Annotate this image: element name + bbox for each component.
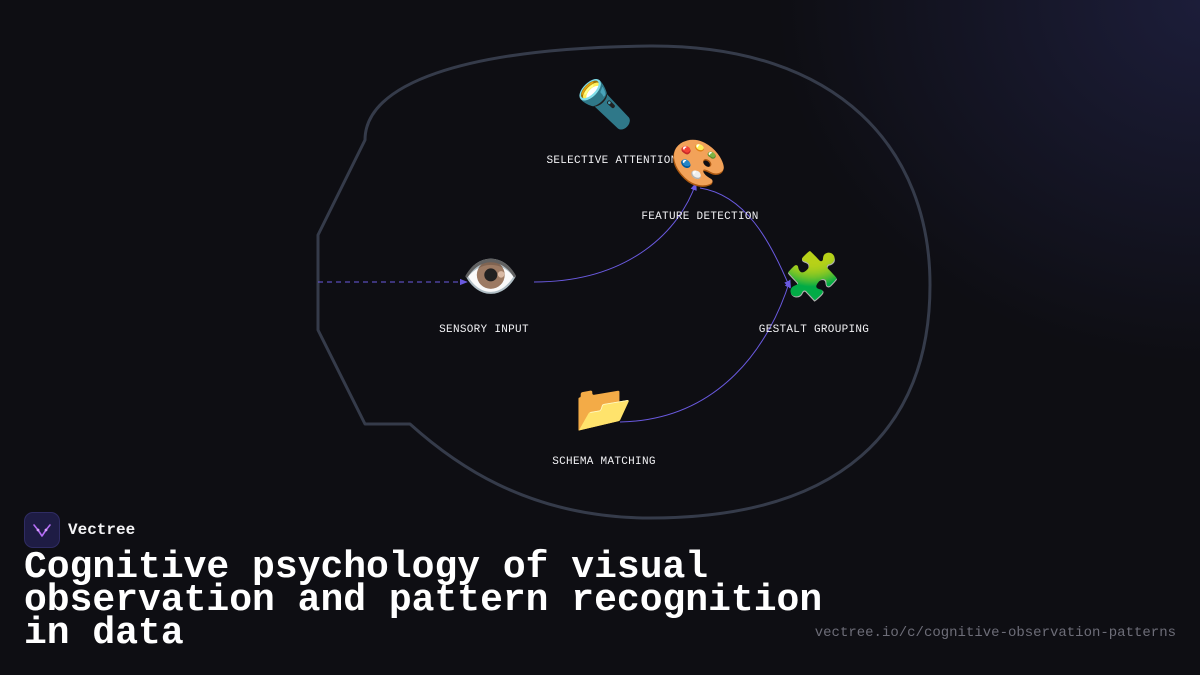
node-label-schema-matching: SCHEMA MATCHING — [552, 456, 656, 468]
edge-schema-matching-to-gestalt-grouping — [619, 279, 791, 423]
brand-name: Vectree — [68, 521, 136, 539]
brand: Vectree — [24, 512, 135, 548]
page-url[interactable]: vectree.io/c/cognitive-observation-patte… — [814, 625, 1176, 641]
node-label-gestalt-grouping: GESTALT GROUPING — [758, 324, 870, 336]
open-folder-icon: 📂 — [575, 381, 633, 435]
page-title: Cognitive psychology of visual observati… — [24, 546, 823, 655]
head-outline — [316, 44, 932, 520]
node-label-sensory-input: SENSORY INPUT — [439, 324, 529, 336]
palette-icon: 🎨 — [670, 136, 728, 190]
diagram-edges — [318, 182, 791, 423]
eye-icon: 👁️ — [462, 249, 520, 303]
node-label-selective-attention: SELECTIVE ATTENTION — [546, 155, 678, 167]
puzzle-piece-icon: 🧩 — [784, 249, 842, 303]
vectree-logo-icon — [24, 512, 60, 548]
edge-sensory-input-to-feature-detection — [533, 182, 697, 283]
edge-feature-detection-to-gestalt-grouping — [699, 187, 791, 289]
flashlight-icon: 🔦 — [576, 77, 634, 131]
node-label-feature-detection: FEATURE DETECTION — [641, 211, 759, 223]
